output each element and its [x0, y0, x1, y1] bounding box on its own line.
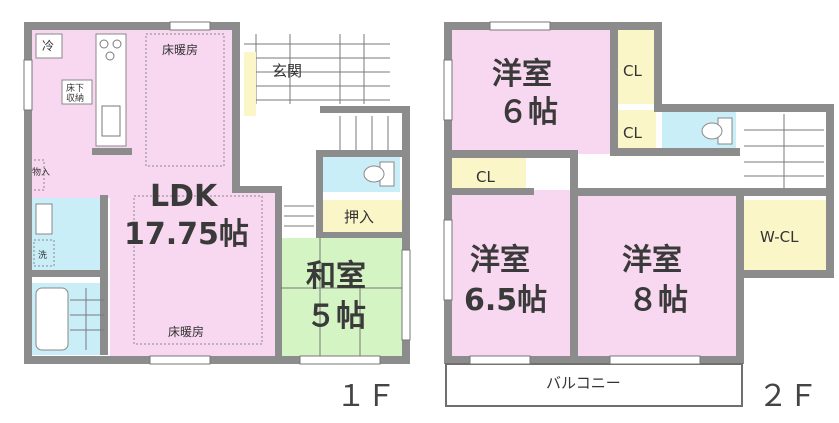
wall [610, 148, 740, 156]
room-6jo [450, 30, 610, 154]
wash-box [33, 239, 55, 267]
underfloor-label-line1: 床下 [66, 82, 84, 94]
toilet-fixture-2f [701, 117, 733, 145]
wall [444, 188, 534, 195]
staircase-2f [744, 114, 824, 188]
ldk-size: 17.75帖 [124, 217, 249, 252]
tatami-lines [280, 238, 402, 356]
balcony-label: バルコニー [546, 374, 621, 392]
wall [610, 22, 618, 156]
floor-heating-top-label: 床暖房 [162, 42, 198, 57]
closet-top-label: CL [623, 62, 642, 80]
wall [232, 186, 282, 193]
wall [444, 22, 660, 30]
room-6-5jo-size: 6.5帖 [464, 283, 547, 318]
wall [320, 106, 410, 113]
wall [654, 22, 662, 112]
closet-mid-label: CL [623, 124, 642, 142]
genkan-label: 玄関 [272, 62, 302, 80]
windows-2f [443, 21, 701, 365]
room-8jo [578, 196, 738, 356]
room-6jo-size: ６帖 [498, 95, 558, 130]
wall [24, 22, 240, 30]
windows-1f [23, 21, 411, 365]
first-floor-plan: 冷 床下 収納 物入 洗 床暖房 玄関 LDK 17.75帖 床暖房 押入 和室… [23, 21, 411, 414]
room-8jo-name: 洋室 [622, 243, 682, 278]
entrance-steps [244, 34, 390, 116]
closet-top [616, 30, 656, 104]
wall [316, 232, 410, 238]
oshiire-label: 押入 [344, 208, 374, 226]
wall [24, 356, 409, 364]
washitsu-room [280, 238, 402, 356]
fridge-label: 冷 [42, 39, 54, 53]
wall [92, 148, 132, 155]
floor-heating-bottom-label: 床暖房 [168, 324, 204, 339]
room-6jo-name: 洋室 [492, 57, 552, 92]
wall [275, 186, 282, 358]
wall [444, 356, 744, 364]
balcony [445, 363, 743, 407]
first-floor-label: １Ｆ [336, 379, 396, 414]
closet-left-label: CL [476, 168, 495, 186]
closet-mid [616, 110, 656, 152]
oshiire-closet [322, 200, 402, 232]
wall [654, 104, 834, 112]
underfloor-storage-box [35, 33, 63, 59]
bathtub [35, 203, 104, 351]
kitchen-counter [35, 33, 127, 147]
wall [316, 150, 323, 235]
room-6-5jo [450, 190, 570, 356]
staircase-1f [284, 116, 400, 234]
hall-area [30, 150, 110, 195]
wall [570, 188, 830, 196]
wall [316, 150, 410, 157]
washitsu-name: 和室 [306, 259, 366, 294]
hallway-2f [570, 156, 740, 192]
ldk-lower-room [110, 190, 275, 358]
closet-left [450, 158, 526, 190]
toilet-fixture-1f [363, 161, 395, 187]
ldk-name: LDK [150, 179, 219, 214]
walk-in-closet-label: W-CL [760, 228, 799, 246]
wall [570, 150, 578, 364]
wall [444, 150, 574, 158]
washitsu-size: ５帖 [306, 299, 366, 334]
wall [736, 270, 834, 278]
wall [24, 270, 108, 277]
underfloor-label-line2: 収納 [66, 92, 84, 104]
room-8jo-size: ８帖 [628, 283, 688, 318]
wash-label: 洗 [38, 249, 47, 261]
wall [24, 22, 32, 364]
walk-in-closet [744, 200, 826, 270]
wall [736, 270, 744, 364]
genkan-area [244, 34, 324, 104]
floor-heating-zone-top [145, 33, 225, 167]
storage-label: 物入 [32, 166, 50, 178]
room-6-5jo-name: 洋室 [470, 243, 530, 278]
floor-heating-zone-bottom [133, 195, 263, 345]
storage-box [29, 159, 45, 191]
second-floor-label: ２Ｆ [758, 379, 818, 414]
wall [736, 190, 744, 280]
second-floor-plan: 洋室 ６帖 CL CL CL W-CL 洋室 6.5帖 洋室 ８帖 バルコニー … [443, 21, 834, 414]
wall [232, 22, 240, 192]
